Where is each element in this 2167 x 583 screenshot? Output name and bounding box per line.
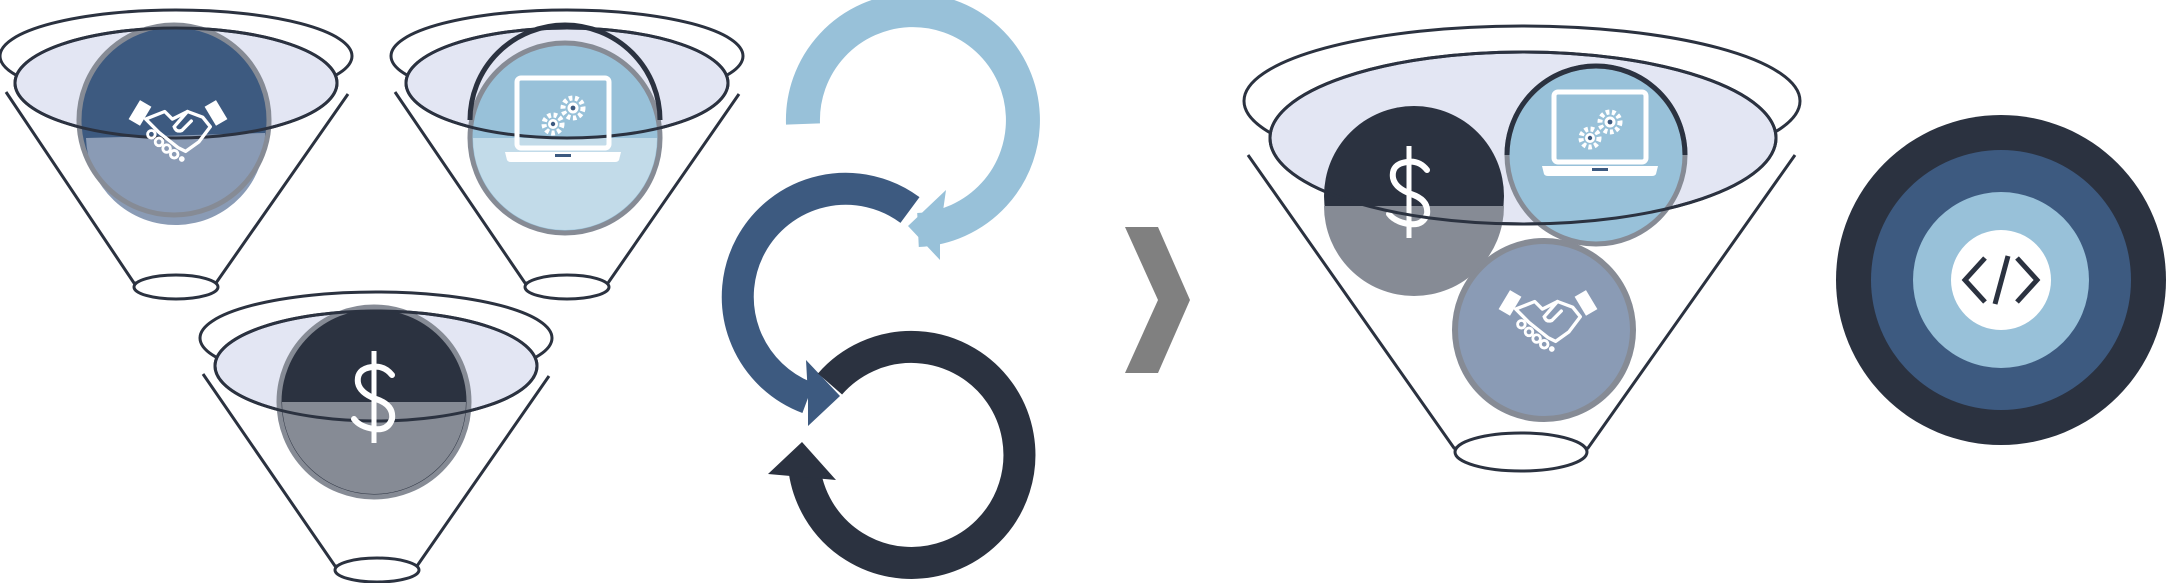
code-icon	[1961, 255, 2041, 305]
funnel-combined	[1242, 24, 1802, 473]
handshake-bubble	[1452, 238, 1636, 422]
funnel-dollar	[198, 290, 554, 583]
target-rings	[1836, 115, 2166, 445]
funnel-laptop	[389, 8, 745, 301]
chevron-right-icon	[1125, 227, 1190, 373]
funnel-handshake	[0, 8, 354, 301]
cycle-arrows	[721, 0, 1040, 579]
blue-arrow	[721, 172, 920, 426]
light-blue-arrow	[785, 0, 1040, 260]
navy-arrow	[768, 330, 1036, 579]
